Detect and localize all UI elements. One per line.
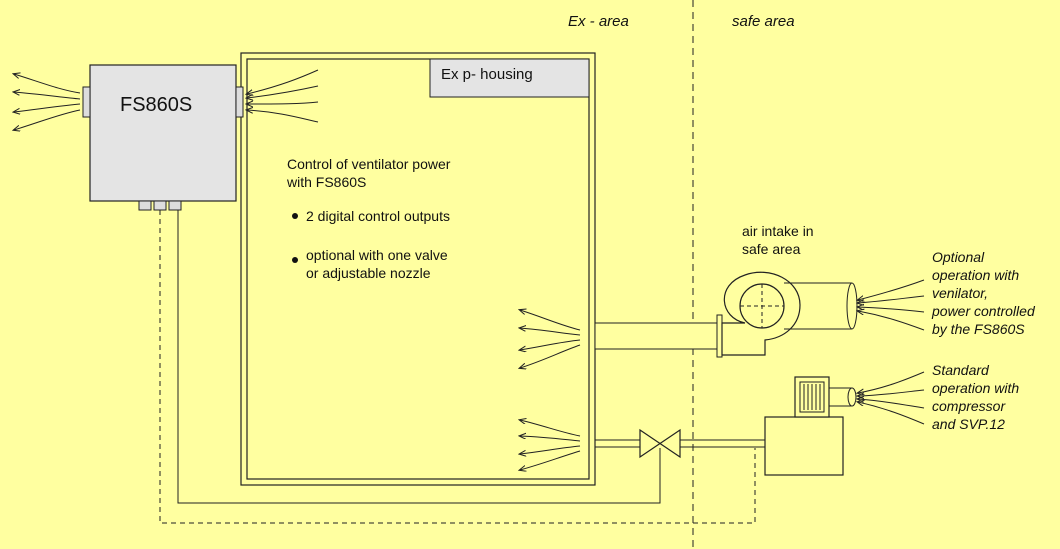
compressor-intake-pipe [829,387,852,407]
compressor-pipe [595,439,765,448]
control-text-line2: with FS860S [286,174,366,190]
ventilator-duct [594,322,718,350]
bullet-dot-2 [292,257,298,263]
optional-note-1: Optional [932,249,985,265]
fs860s-device [89,64,237,202]
cable-gland-2 [153,200,167,211]
control-bullet-2-line1: optional with one valve [306,247,448,263]
standard-note-3: compressor [932,398,1006,414]
device-left-port [82,86,91,118]
compressor-body [764,416,844,476]
compressor-intake-opening [847,387,857,407]
ventilator-outlet-arrows [520,310,581,368]
device-right-port [235,86,244,118]
air-intake-line2: safe area [742,241,801,257]
fan-intake-pipe [784,282,852,330]
fan-intake-opening [846,282,858,330]
bullet-dot-1 [292,213,298,219]
safe-area-label: safe area [732,13,795,30]
control-bullet-2-line2: or adjustable nozzle [306,265,431,281]
compressor-outlet-arrows [520,420,581,470]
optional-note-4: power controlled [931,303,1036,319]
device-intake-arrows [247,69,319,123]
ventilator-intake-arrows [858,279,925,331]
air-intake-line1: air intake in [742,223,814,239]
control-bullet-1: 2 digital control outputs [306,208,450,224]
valve-symbol [639,428,681,459]
ex-p-housing-inner-wall [246,58,590,480]
cable-gland-3 [168,200,182,211]
compressor-intake-arrows [858,371,925,425]
device-exhaust-arrows [14,74,81,130]
duct-flange [716,314,723,358]
ex-p-housing [240,52,596,486]
valve-cable [177,210,661,504]
filter-grille [799,381,825,413]
ventilator-cable [159,210,756,524]
optional-note-5: by the FS860S [932,321,1025,337]
standard-note-2: operation with [932,380,1019,396]
optional-note-2: operation with [932,267,1019,283]
standard-note-1: Standard [932,362,990,378]
housing-label-tab [429,58,590,98]
optional-note-3: venilator, [932,285,988,301]
device-name: FS860S [120,94,192,116]
ex-area-label: Ex - area [568,13,629,30]
control-text-line1: Control of ventilator power [287,156,451,172]
cable-gland-1 [138,200,152,211]
standard-note-4: and SVP.12 [932,416,1005,432]
housing-label: Ex p- housing [441,66,533,83]
